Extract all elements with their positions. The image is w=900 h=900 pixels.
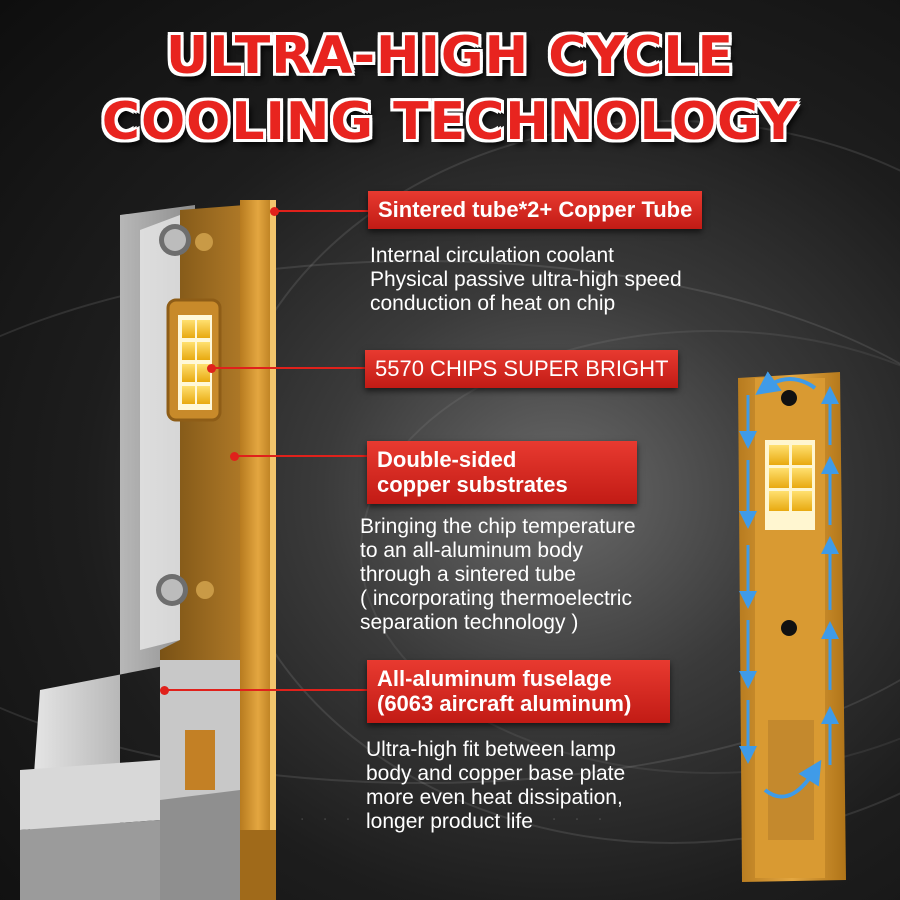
chips-label: 5570 CHIPS SUPER BRIGHT — [365, 350, 679, 388]
leader-dot — [207, 364, 216, 373]
leader-line — [168, 689, 370, 691]
bulb-base — [20, 660, 240, 900]
copper-substrates-description: Bringing the chip temperature to an all-… — [360, 515, 636, 634]
mount-hole-icon — [781, 620, 797, 636]
leader-line — [278, 210, 370, 212]
title-line-1: ULTRA-HIGH CYCLE — [165, 26, 735, 86]
sintered-tube-description: Internal circulation coolant Physical pa… — [370, 244, 682, 315]
curved-flow-arrow-icon — [755, 371, 817, 396]
screw-icon — [159, 224, 213, 256]
screw-icon — [156, 574, 214, 606]
curved-flow-arrow-icon — [763, 759, 822, 799]
leader-dot — [270, 207, 279, 216]
leader-dot — [160, 686, 169, 695]
led-chip-array — [178, 315, 212, 410]
title-line-2: COOLING TECHNOLOGY — [101, 92, 799, 152]
leader-line — [238, 455, 368, 457]
aluminum-fuselage-label: All-aluminum fuselage (6063 aircraft alu… — [367, 660, 670, 723]
leader-line — [215, 367, 367, 369]
copper-substrates-label: Double-sided copper substrates — [367, 441, 637, 504]
heat-flow-diagram — [738, 371, 846, 882]
mount-hole-icon — [781, 390, 797, 406]
leader-dot — [230, 452, 239, 461]
sintered-tube-label: Sintered tube*2+ Copper Tube — [368, 191, 703, 229]
background-swirl — [0, 260, 900, 784]
aluminum-fuselage-description: Ultra-high fit between lamp body and cop… — [366, 738, 626, 833]
watermark: · · · · · · · · · · · · · · — [300, 812, 610, 828]
